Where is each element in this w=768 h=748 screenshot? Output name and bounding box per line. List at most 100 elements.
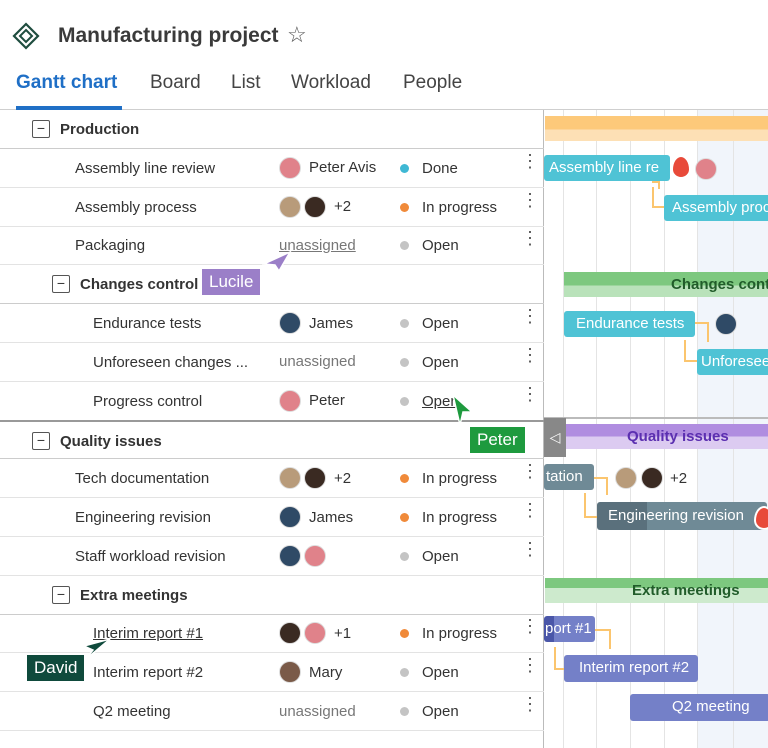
more-options-icon[interactable]: ⋮ (521, 189, 539, 210)
task-name[interactable]: Interim report #2 (93, 664, 204, 682)
assignee-name[interactable]: unassigned (279, 702, 356, 720)
collapse-toggle[interactable]: − (32, 432, 50, 451)
more-options-icon[interactable]: ⋮ (521, 694, 539, 714)
group-row[interactable]: −Production (0, 110, 544, 149)
more-options-icon[interactable]: ⋮ (521, 383, 539, 404)
assignee[interactable]: unassigned (279, 351, 356, 373)
more-options-icon[interactable]: ⋮ (521, 306, 539, 326)
status[interactable]: In progress (400, 199, 497, 216)
group-row[interactable]: −Changes control (0, 265, 544, 305)
tab-board[interactable]: Board (150, 72, 201, 93)
gantt-bar-q2-meeting[interactable]: Q2 meeting (630, 694, 768, 721)
assignee[interactable]: unassigned (279, 700, 356, 722)
assignee[interactable]: Mary (279, 661, 342, 684)
tab-people[interactable]: People (403, 72, 463, 93)
collapse-toggle[interactable]: − (32, 120, 50, 138)
gantt-bar-engineering-revision[interactable]: Engineering revision (597, 502, 767, 530)
status-label: In progress (422, 625, 498, 643)
assignee[interactable]: unassigned (279, 234, 356, 256)
assignee[interactable]: James (279, 506, 353, 528)
assignee[interactable]: Peter (279, 389, 345, 412)
status[interactable]: In progress (400, 470, 497, 487)
table-row[interactable]: Interim report #2 Mary Open ⋮ (0, 653, 544, 693)
collapse-toggle[interactable]: − (52, 275, 70, 294)
group-row[interactable]: −Quality issues (0, 420, 544, 460)
avatar (279, 312, 301, 334)
table-row[interactable]: Staff workload revision Open ⋮ (0, 537, 544, 576)
more-options-icon[interactable]: ⋮ (521, 150, 539, 171)
more-options-icon[interactable]: ⋮ (521, 461, 539, 482)
collapse-panel-button[interactable]: ◁ (544, 418, 566, 457)
task-name[interactable]: Endurance tests (93, 315, 202, 332)
gantt-bar-assembly-line-review[interactable]: Assembly line re (544, 155, 670, 181)
status-label: In progress (422, 509, 498, 526)
table-row[interactable]: Unforeseen changes ... unassigned Open ⋮ (0, 343, 544, 382)
table-row[interactable]: Q2 meeting unassigned Open ⋮ (0, 692, 544, 731)
table-row[interactable]: Tech documentation +2 In progress ⋮ (0, 459, 544, 499)
collapse-toggle[interactable]: − (52, 585, 70, 604)
group-row[interactable]: −Extra meetings (0, 576, 544, 615)
tab-gantt-chart[interactable]: Gantt chart (16, 72, 118, 93)
table-row[interactable]: Progress control Peter Open ⋮ (0, 382, 544, 421)
task-name[interactable]: Unforeseen changes ... (93, 353, 249, 371)
status[interactable]: Open (400, 703, 459, 720)
status[interactable]: Open (400, 354, 459, 371)
assignee-name: James (309, 314, 354, 332)
status[interactable]: Open (400, 548, 459, 565)
gantt-bar-interim-report-2[interactable]: Interim report #2 (564, 655, 698, 682)
status[interactable]: In progress (400, 625, 497, 642)
gantt-summary-extra-meetings[interactable]: Extra meetings (545, 578, 768, 603)
status[interactable]: Open (400, 664, 459, 681)
status-label: In progress (422, 470, 498, 488)
more-options-icon[interactable]: ⋮ (521, 538, 539, 559)
task-name[interactable]: Assembly line review (75, 159, 216, 177)
tab-list[interactable]: List (231, 72, 261, 93)
task-name[interactable]: Interim report #1 (93, 625, 204, 643)
group-name: Quality issues (60, 433, 162, 451)
status[interactable]: Open (400, 237, 459, 254)
gantt-summary-quality-issues[interactable]: Quality issues (545, 424, 768, 449)
task-name[interactable]: Packaging (75, 237, 146, 255)
assignee[interactable]: +2 (279, 467, 352, 490)
table-row[interactable]: Engineering revision James In progress ⋮ (0, 498, 544, 537)
gantt-bar-assembly-process[interactable]: Assembly proc (664, 195, 768, 221)
task-name[interactable]: Tech documentation (75, 470, 210, 488)
avatar (279, 661, 301, 684)
assignee[interactable]: Peter Avis (279, 156, 376, 179)
task-name[interactable]: Engineering revision (75, 509, 211, 526)
status-label: Open (422, 664, 459, 682)
assignee-name[interactable]: unassigned (279, 236, 356, 254)
assignee-name: +2 (334, 469, 352, 487)
task-name[interactable]: Assembly process (75, 198, 197, 216)
more-options-icon[interactable]: ⋮ (521, 344, 539, 365)
more-options-icon[interactable]: ⋮ (521, 228, 539, 249)
table-row[interactable]: Assembly line review Peter Avis Done ⋮ (0, 149, 544, 188)
gantt-bar-interim-report-1[interactable]: port #1 (544, 616, 595, 642)
table-row[interactable]: Interim report #1 +1 In progress ⋮ (0, 614, 544, 654)
assignee[interactable]: +1 (279, 622, 351, 645)
status[interactable]: Open (400, 393, 459, 410)
assignee[interactable]: James (279, 312, 353, 334)
status[interactable]: Open (400, 315, 459, 332)
assignee[interactable]: +2 (279, 195, 351, 218)
star-icon[interactable]: ☆ (287, 22, 307, 47)
gantt-bar-endurance-tests[interactable]: Endurance tests (564, 311, 695, 337)
gantt-bar-unforeseen-changes[interactable]: Unforeseen (697, 349, 768, 375)
gantt-summary-production[interactable] (545, 116, 768, 141)
more-options-icon[interactable]: ⋮ (521, 500, 539, 520)
page-title: Manufacturing project (58, 24, 279, 47)
gantt-summary-changes-control[interactable]: Changes cont (564, 272, 768, 297)
status[interactable]: Done (400, 160, 458, 177)
task-name[interactable]: Q2 meeting (93, 703, 171, 720)
task-name[interactable]: Staff workload revision (75, 547, 226, 565)
assignee[interactable] (279, 544, 326, 567)
tab-workload[interactable]: Workload (291, 72, 371, 93)
table-row[interactable]: Assembly process +2 In progress ⋮ (0, 188, 544, 227)
task-name[interactable]: Progress control (93, 392, 203, 410)
more-options-icon[interactable]: ⋮ (521, 655, 539, 676)
table-row[interactable]: Endurance tests James Open ⋮ (0, 304, 544, 343)
status[interactable]: In progress (400, 509, 497, 526)
gantt-bar-tech-documentation[interactable]: tation (544, 464, 594, 490)
assignee-name[interactable]: unassigned (279, 353, 356, 371)
more-options-icon[interactable]: ⋮ (521, 616, 539, 637)
